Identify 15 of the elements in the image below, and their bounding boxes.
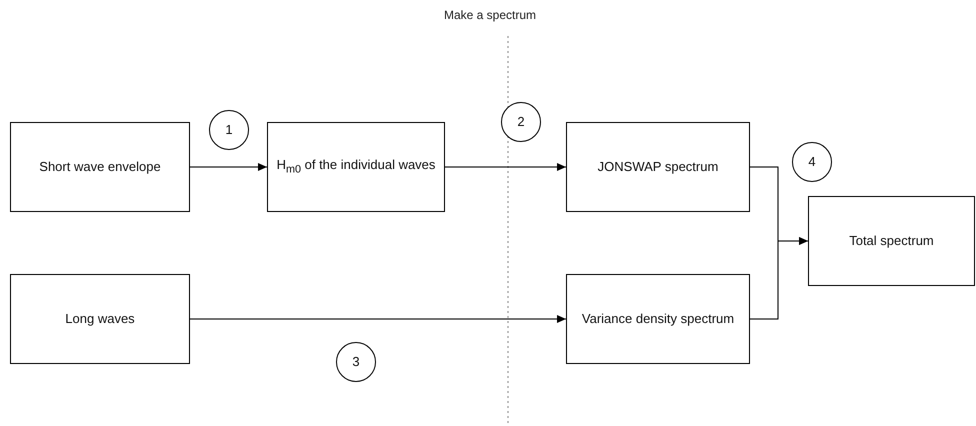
process-box: Total spectrum xyxy=(808,196,975,286)
step-number-circle: 1 xyxy=(209,110,249,150)
arrow xyxy=(444,163,566,171)
process-box: Short wave envelope xyxy=(10,122,190,212)
process-box: Long waves xyxy=(10,274,190,364)
arrow xyxy=(190,163,268,171)
diagram-title: Make a spectrum xyxy=(442,8,538,22)
arrow xyxy=(190,315,566,323)
process-box: Variance density spectrum xyxy=(566,274,750,364)
step-number-circle: 4 xyxy=(792,142,832,182)
step-number-circle: 3 xyxy=(336,342,376,382)
process-box: H$_{m0}$ of the individual waves xyxy=(267,122,445,212)
arrow xyxy=(750,237,808,320)
step-number-circle: 2 xyxy=(501,102,541,142)
process-box: JONSWAP spectrum xyxy=(566,122,750,212)
